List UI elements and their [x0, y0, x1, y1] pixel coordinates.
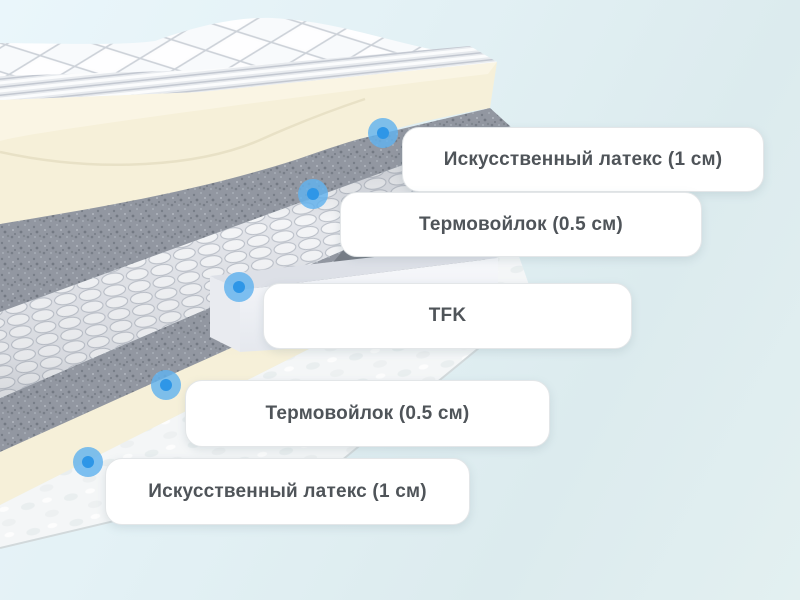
felt-top-layer: [0, 108, 510, 312]
quilted-cover-edge: [0, 46, 497, 100]
hotspot-spring-block[interactable]: [224, 272, 254, 302]
hotspot-latex-bottom[interactable]: [73, 447, 103, 477]
label-pill-latex-bottom: Искусственный латекс (1 см): [105, 458, 470, 525]
hotspot-dot-icon: [160, 379, 172, 391]
label-text: Термовойлок (0.5 см): [265, 402, 470, 424]
spring-block-top: [210, 246, 498, 290]
hotspot-latex-top[interactable]: [368, 118, 398, 148]
label-text: Искусственный латекс (1 см): [443, 148, 723, 170]
label-pill-felt-bottom: Термовойлок (0.5 см): [185, 380, 550, 447]
hotspot-dot-icon: [377, 127, 389, 139]
label-text: Искусственный латекс (1 см): [148, 480, 427, 502]
label-pill-spring-block: TFK: [263, 283, 632, 349]
hotspot-felt-bottom[interactable]: [151, 370, 181, 400]
label-pill-latex-top: Искусственный латекс (1 см): [402, 127, 764, 192]
hotspot-dot-icon: [307, 188, 319, 200]
hotspot-felt-top[interactable]: [298, 179, 328, 209]
hotspot-dot-icon: [82, 456, 94, 468]
hotspot-dot-icon: [233, 281, 245, 293]
label-pill-felt-top: Термовойлок (0.5 см): [340, 192, 702, 257]
latex-top-highlight: [0, 62, 497, 141]
latex-top-fold: [0, 97, 366, 167]
label-text: Термовойлок (0.5 см): [419, 213, 623, 235]
label-text: TFK: [428, 305, 467, 326]
